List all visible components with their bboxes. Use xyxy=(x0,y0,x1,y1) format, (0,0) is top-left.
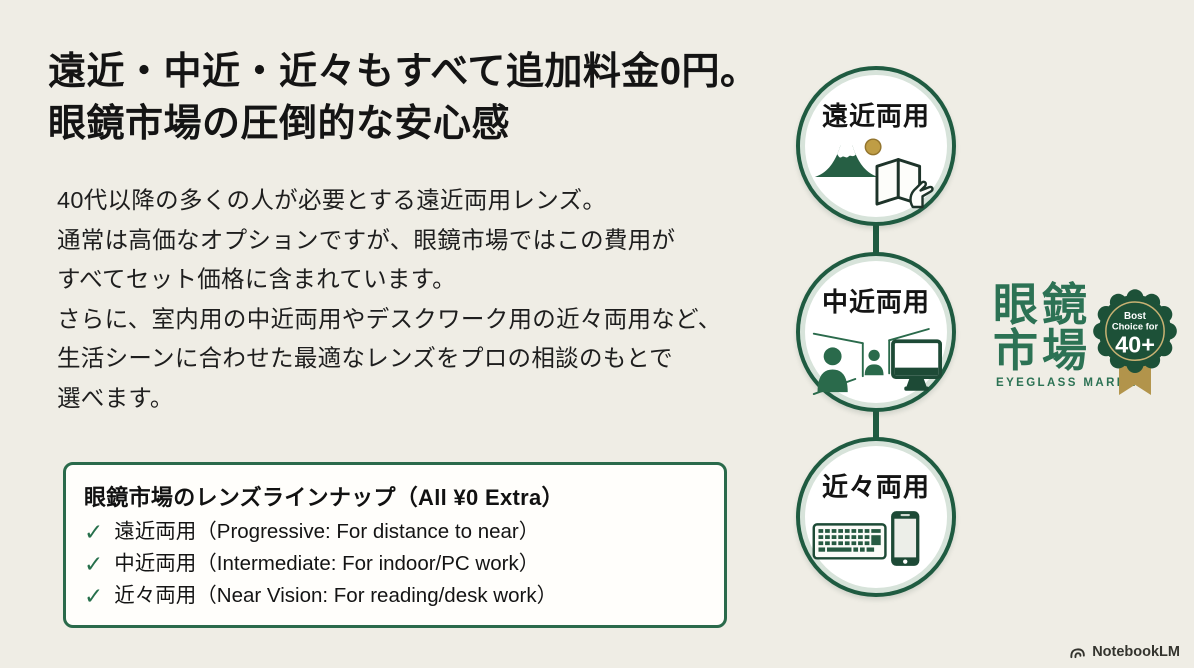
badge-text-line-1: Bost xyxy=(1124,311,1147,322)
title-line-1: 遠近・中近・近々もすべて追加料金0円。 xyxy=(48,51,759,93)
circle-connector-line xyxy=(873,409,879,440)
body-line: 生活シーンに合わせた最適なレンズをプロの相談のもとで xyxy=(57,345,673,371)
lens-circle-near: 近々両用 xyxy=(796,437,956,597)
mountain-map-icon xyxy=(814,138,934,209)
lineup-item-label: 近々両用（Near Vision: For reading/desk work） xyxy=(114,584,558,607)
lens-circle-progressive: 遠近両用 xyxy=(796,66,956,226)
watermark-label: NotebookLM xyxy=(1092,644,1180,660)
circle-label: 遠近両用 xyxy=(821,101,930,131)
body-line: 40代以降の多くの人が必要とする遠近両用レンズ。 xyxy=(57,187,607,213)
body-line: すべてセット価格に含まれています。 xyxy=(57,266,456,292)
lineup-item-label: 中近両用（Intermediate: For indoor/PC work） xyxy=(114,552,540,575)
pointing-hand xyxy=(909,180,934,209)
watermark: NotebookLM xyxy=(1069,644,1180,660)
body-line: 選べます。 xyxy=(57,384,174,411)
lens-circle-intermediate: 中近両用 xyxy=(796,252,956,412)
sun-icon xyxy=(864,138,882,156)
brand-logo: 眼鏡 市場 xyxy=(993,282,1091,374)
badge-gold-ring xyxy=(1105,301,1165,362)
lineup-card-title: 眼鏡市場のレンズラインナップ（All ¥0 Extra） xyxy=(84,485,564,510)
person-silhouette xyxy=(817,347,884,393)
smartphone xyxy=(891,511,920,566)
keyboard xyxy=(812,523,887,560)
award-badge: Bost Choice for 40+ xyxy=(1088,284,1182,398)
snow-cap xyxy=(837,144,856,158)
brand-subtitle: EYEGLASS MARKET xyxy=(996,377,1148,389)
keyboard-phone-icon xyxy=(812,511,920,566)
lineup-item-label: 遠近両用（Progressive: For distance to near） xyxy=(114,520,540,543)
body-line: 通常は高価なオプションですが、眼鏡市場ではこの費用が xyxy=(57,226,676,253)
lineup-item: ✓ 近々両用（Near Vision: For reading/desk wor… xyxy=(84,584,706,608)
checkmark-icon: ✓ xyxy=(84,518,104,545)
checkmark-icon: ✓ xyxy=(84,550,104,577)
badge-text-line-3: 40+ xyxy=(1115,332,1155,358)
brand-name-line-1: 眼鏡 xyxy=(993,279,1092,330)
people-monitor-icon xyxy=(812,328,942,395)
body-line: さらに、室内用の中近両用やデスクワーク用の近々両用など、 xyxy=(57,305,722,332)
fuji-mountain xyxy=(814,144,878,177)
title-line-2: 眼鏡市場の圧倒的な安心感 xyxy=(48,103,511,145)
badge-seal xyxy=(1093,289,1177,373)
circle-connector-line xyxy=(873,223,879,255)
lens-lineup-card: 眼鏡市場のレンズラインナップ（All ¥0 Extra） ✓ 遠近両用（Prog… xyxy=(63,462,727,628)
badge-text-line-2: Choice for xyxy=(1112,321,1159,332)
circle-label: 中近両用 xyxy=(821,287,930,317)
body-paragraph: 40代以降の多くの人が必要とする遠近両用レンズ。 通常は高価なオプションですが、… xyxy=(57,181,722,418)
page-title: 遠近・中近・近々もすべて追加料金0円。 眼鏡市場の圧倒的な安心感 xyxy=(48,46,758,150)
checkmark-icon: ✓ xyxy=(84,582,104,609)
notebooklm-logo-icon xyxy=(1070,647,1085,658)
lineup-item: ✓ 中近両用（Intermediate: For indoor/PC work） xyxy=(84,552,706,576)
lineup-item: ✓ 遠近両用（Progressive: For distance to near… xyxy=(84,520,706,544)
brand-name-line-2: 市場 xyxy=(993,325,1092,376)
circle-label: 近々両用 xyxy=(821,472,930,502)
computer-monitor xyxy=(891,339,942,391)
